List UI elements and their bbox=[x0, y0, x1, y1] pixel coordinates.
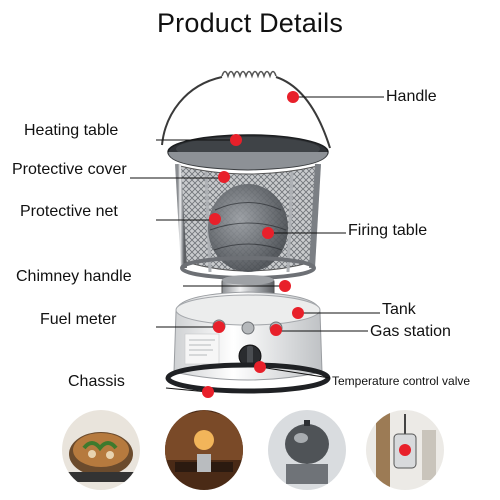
kettle-on-stove-photo bbox=[268, 410, 346, 490]
tent-interior-photo bbox=[165, 410, 243, 490]
label-handle: Handle bbox=[386, 88, 437, 105]
marker-temperature-control-valve bbox=[254, 361, 266, 373]
usage-thumbnails bbox=[0, 405, 500, 500]
label-chassis: Chassis bbox=[68, 373, 125, 390]
marker-chassis bbox=[202, 386, 214, 398]
protective-cover-rim bbox=[167, 151, 329, 171]
label-firing-table: Firing table bbox=[348, 222, 428, 239]
label-chimney-handle: Chimney handle bbox=[16, 268, 132, 285]
heater-diagram bbox=[130, 70, 384, 398]
label-temperature-control-valve: Temperature control valve bbox=[332, 374, 471, 388]
marker-heating-table bbox=[230, 134, 242, 146]
label-gas-station: Gas station bbox=[370, 323, 451, 340]
page-title: Product Details bbox=[156, 8, 344, 38]
marker-fuel-meter bbox=[213, 321, 225, 333]
handle-wire bbox=[161, 76, 331, 149]
hanging-lantern-photo bbox=[366, 410, 444, 490]
label-protective-net: Protective net bbox=[20, 203, 118, 220]
marker-firing-table bbox=[262, 227, 274, 239]
marker-protective-net bbox=[209, 213, 221, 225]
label-fuel-meter: Fuel meter bbox=[40, 311, 117, 328]
handle-spring bbox=[221, 70, 277, 79]
marker-gas-station bbox=[270, 324, 282, 336]
label-protective-cover: Protective cover bbox=[12, 161, 127, 178]
hot-pot-photo bbox=[62, 410, 140, 490]
label-heating-table: Heating table bbox=[24, 122, 119, 139]
marker-handle bbox=[287, 91, 299, 103]
label-tank: Tank bbox=[382, 301, 416, 318]
firing-table-dome bbox=[208, 184, 288, 272]
marker-protective-cover bbox=[218, 171, 230, 183]
marker-chimney-handle bbox=[279, 280, 291, 292]
marker-tank bbox=[292, 307, 304, 319]
